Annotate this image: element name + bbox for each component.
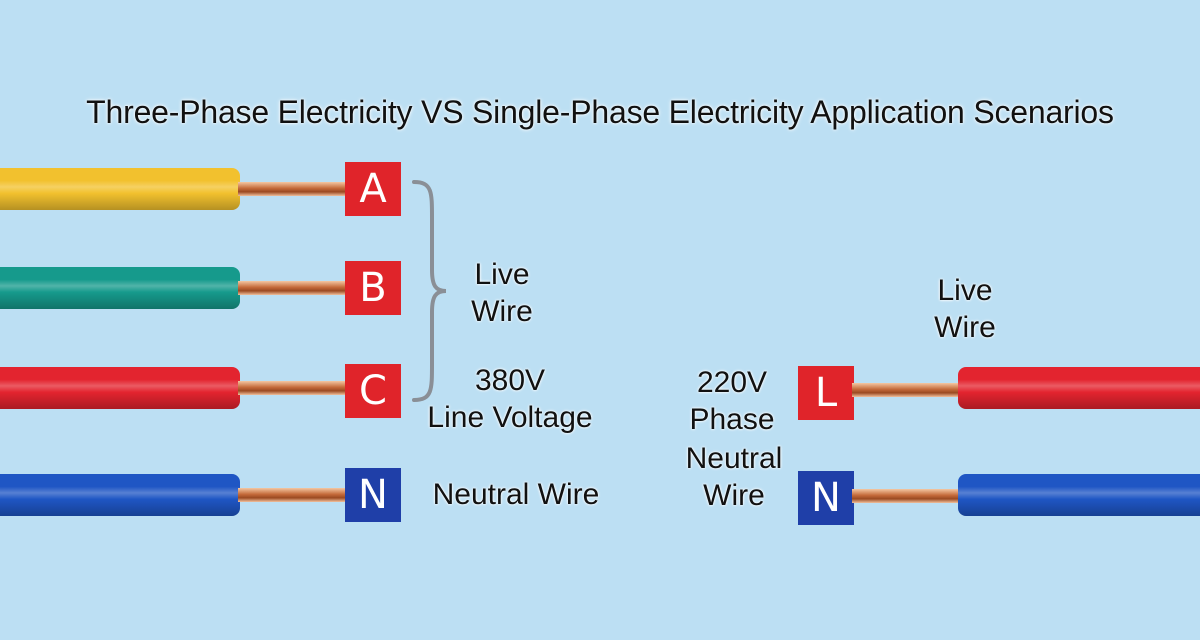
copper-core-n-single-phase [852,489,962,503]
label-line: 220V [696,366,768,399]
label-line: Live [937,274,993,307]
copper-core-l [852,383,962,397]
badge-c: C [345,364,401,418]
three-phase-live-wire-label: Live Wire [452,256,552,330]
three-phase-voltage-label: 380V Line Voltage [412,362,608,436]
label-line: 380V [474,364,546,397]
copper-core-c [238,381,348,395]
brace-icon [412,180,447,402]
wire-c [0,367,240,409]
wire-b [0,267,240,309]
label-line: Wire [703,479,765,512]
wire-a [0,168,240,210]
three-phase-neutral-label: Neutral Wire [432,478,600,511]
copper-core-b [238,281,348,295]
single-phase-neutral-label: Neutral Wire [674,440,794,514]
badge-l: L [798,366,854,420]
single-phase-voltage-label: 220V Phase [674,364,790,438]
label-line: Phase [689,403,775,436]
wire-n-single-phase [958,474,1200,516]
badge-b: B [345,261,401,315]
diagram-title: Three-Phase Electricity VS Single-Phase … [86,94,1114,130]
copper-core-n-three-phase [238,488,348,502]
single-phase-live-wire-label: Live Wire [915,272,1015,346]
wire-l [958,367,1200,409]
wire-n-three-phase [0,474,240,516]
label-line: Line Voltage [427,401,593,434]
label-line: Wire [471,295,533,328]
copper-core-a [238,182,348,196]
label-line: Wire [934,311,996,344]
label-line: Neutral [685,442,783,475]
badge-n-single-phase: N [798,471,854,525]
badge-a: A [345,162,401,216]
badge-n-three-phase: N [345,468,401,522]
label-line: Live [474,258,530,291]
